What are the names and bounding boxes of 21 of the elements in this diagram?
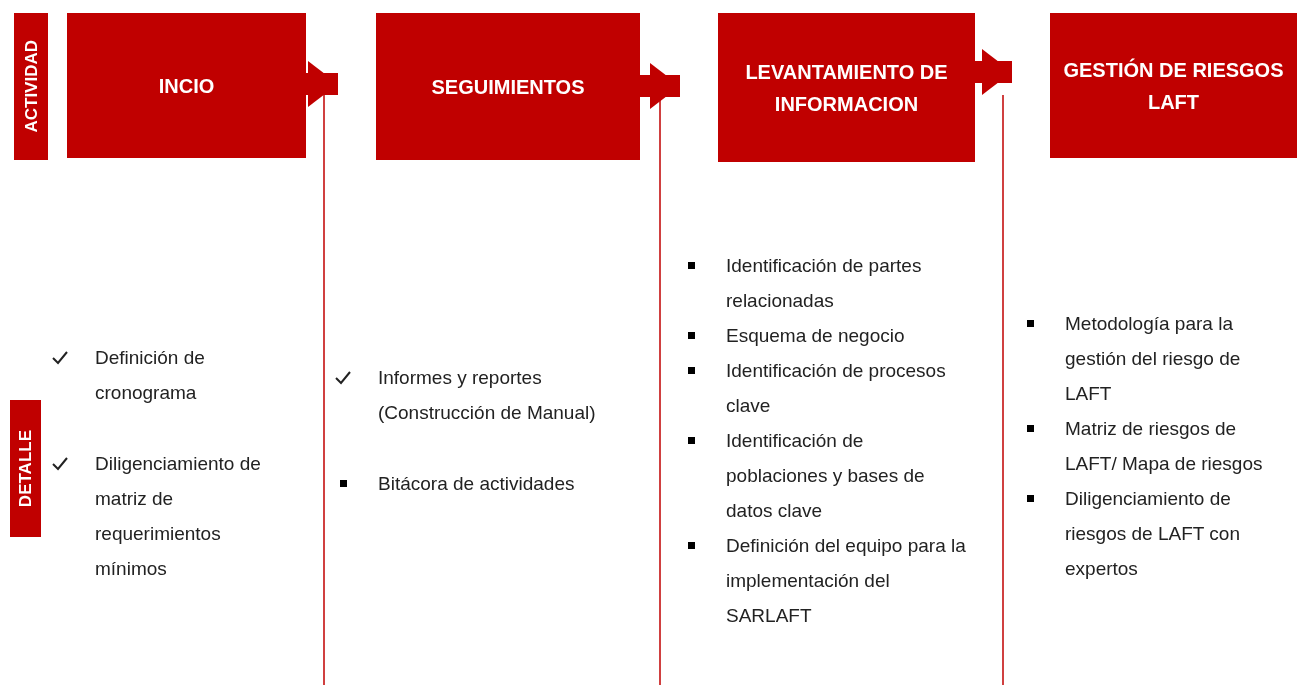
detail-text: Metodología para la gestión del riesgo de LAFT — [1065, 312, 1242, 406]
activity-box: SEGUIMIENTOS — [376, 13, 640, 160]
activity-box: INCIO — [67, 13, 306, 158]
detail-text: Definición de cronograma — [95, 346, 206, 405]
row-header-band: ACTIVIDAD — [14, 13, 48, 160]
detail-text: Identificación de partes relacionadas — [726, 254, 923, 313]
detail-text: Identificación de poblaciones y bases de datos clave — [726, 429, 926, 523]
detail-text: Diligenciamiento de riesgos de LAFT con expertos — [1065, 487, 1241, 581]
activity-box: GESTIÓN DE RIESGOS LAFT — [1050, 13, 1297, 158]
detail-text: Identificación de procesos clave — [726, 359, 947, 418]
detail-text: Definición del equipo para la implementación del SARLAFT — [726, 534, 966, 628]
detail-text: Esquema de negocio — [726, 324, 905, 348]
detail-text: Matriz de riesgos de LAFT/ Mapa de riesgos — [1065, 417, 1264, 476]
block-arrow — [640, 63, 680, 109]
block-arrow — [306, 61, 338, 107]
block-arrow — [975, 49, 1012, 95]
detail-text: Bitácora de actividades — [378, 472, 575, 496]
activity-box: LEVANTAMIENTO DE INFORMACION — [718, 13, 975, 162]
detail-text: Informes y reportes (Construcción de Manual) — [378, 366, 597, 425]
detail-text: Diligenciamiento de matriz de requerimientos mínimos — [95, 452, 262, 581]
row-header-band: DETALLE — [10, 400, 41, 537]
